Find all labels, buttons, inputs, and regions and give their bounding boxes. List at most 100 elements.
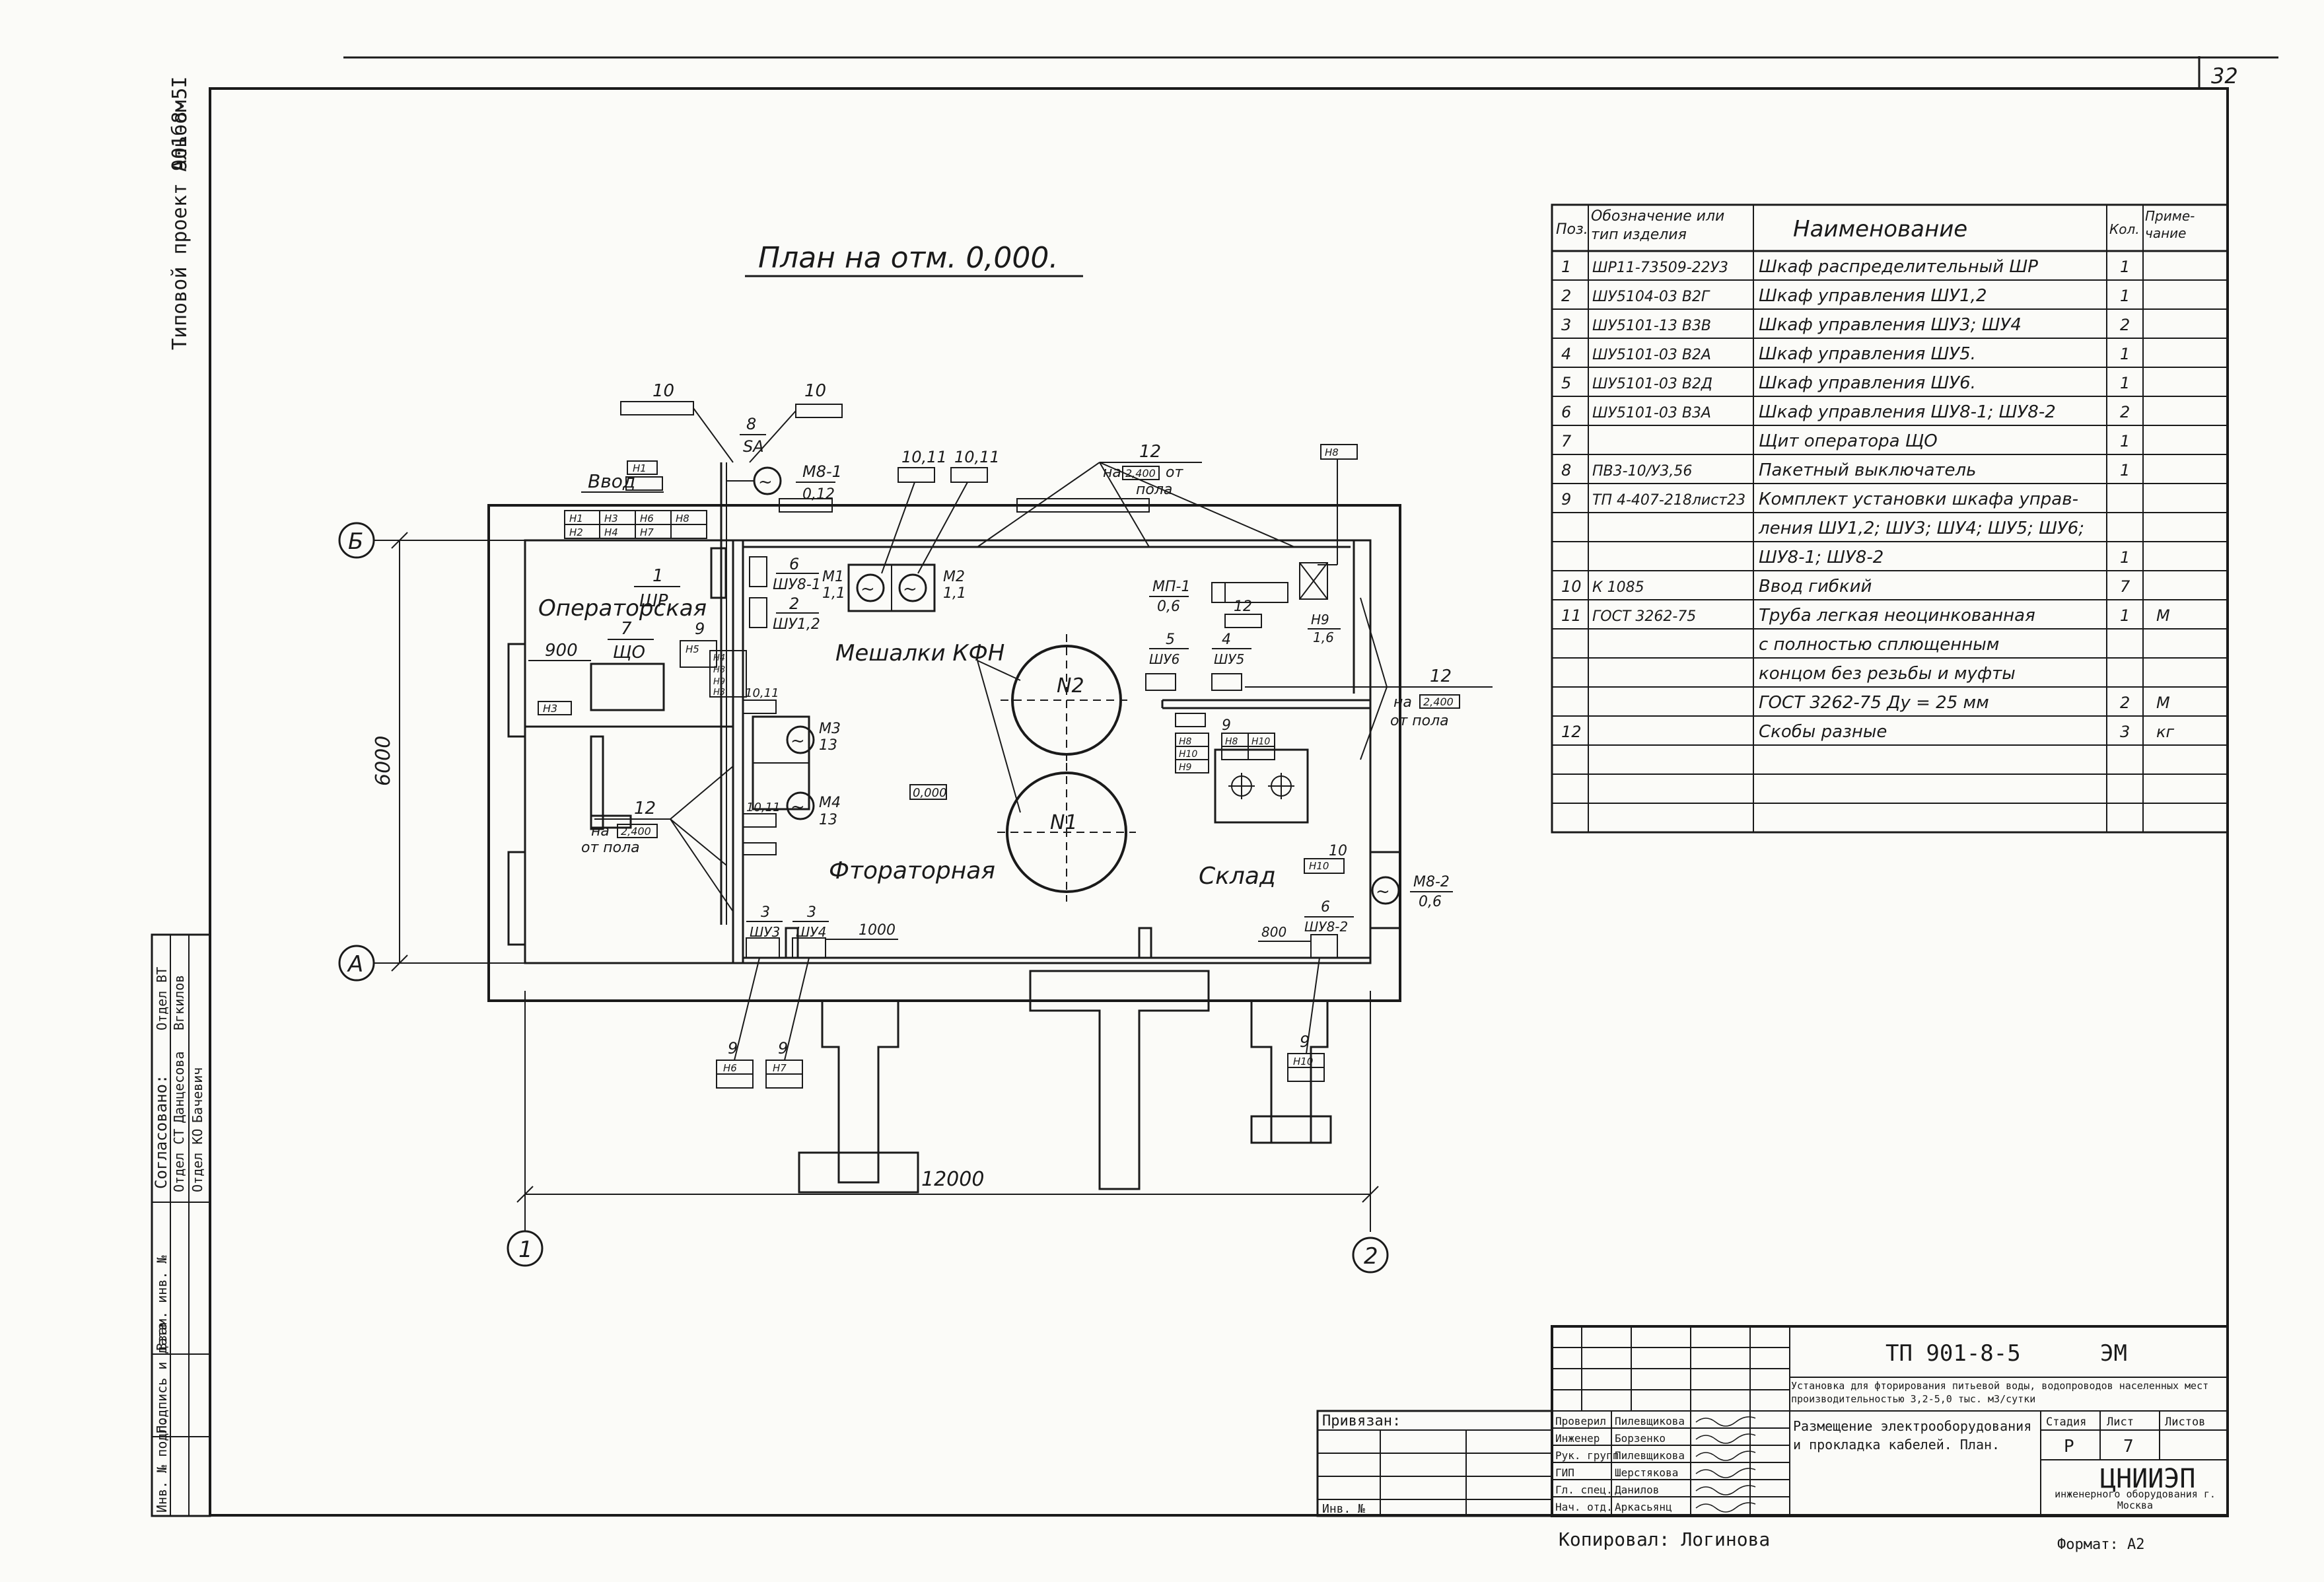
role-label: Проверил (1555, 1415, 1606, 1427)
plan-label: 6 (789, 555, 799, 573)
spec-name: концом без резьбы и муфты (1759, 664, 2016, 684)
svg-text:~: ~ (1376, 882, 1390, 902)
plan-label: 12 (634, 799, 656, 818)
plan-label: Н9 (713, 677, 725, 687)
plan-label: 0,6 (1419, 894, 1442, 910)
plan-label: МП-1 (1152, 579, 1190, 595)
role-label: Гл. спец. (1555, 1484, 1613, 1496)
plan-label: Н2 (569, 526, 583, 538)
plan-label: ШУ8-2 (1304, 919, 1348, 935)
svg-text:2,400: 2,400 (621, 825, 651, 838)
plan-label: Н8 (676, 513, 689, 524)
plan-label: Н5 (686, 643, 699, 655)
plan-label: Подпись и дата (154, 1322, 170, 1433)
spec-code: ШУ5101-13 В3В (1592, 318, 1711, 334)
plan-label: 6 (1321, 899, 1330, 916)
svg-text:на: на (1393, 694, 1412, 711)
spec-row: ления ШУ1,2; ШУ3; ШУ4; ШУ5; ШУ6; (1758, 519, 2084, 538)
plan-label: 10,11 (954, 448, 1000, 466)
plan-label: Н6 (723, 1062, 737, 1074)
spec-code: К 1085 (1592, 579, 1644, 596)
sheet-value: 7 (2123, 1437, 2134, 1456)
spec-pos: 3 (1561, 316, 1571, 334)
spec-qty: 2 (2120, 403, 2130, 421)
svg-text:~: ~ (791, 731, 805, 751)
drawing-mark: ЭМ (2100, 1340, 2127, 1367)
spec-name: Шкаф управления ШУ1,2 (1759, 286, 1987, 306)
format-label: Формат: А2 (2057, 1536, 2144, 1553)
spec-note: М (2156, 694, 2170, 712)
project-description: Установка для фторирования питьевой воды… (1791, 1380, 2209, 1405)
project-label: Типовой проект 901-8-5 (168, 88, 192, 350)
svg-text:от пола: от пола (1390, 713, 1449, 729)
axis-a: А (347, 951, 363, 978)
inv-label: Инв. № (1322, 1502, 1365, 1516)
plan-label: Н8 (1325, 447, 1339, 458)
album-label: Альбом I (168, 77, 192, 172)
spec-pos: 7 (1561, 432, 1572, 450)
plan-label: Н4 (713, 653, 725, 663)
spec-pos: 6 (1561, 403, 1571, 421)
plan-label: 8 (746, 415, 756, 433)
plan-label: 3 (807, 904, 816, 921)
sa-label: SA (743, 437, 764, 456)
role-name: Аркасьянц (1615, 1501, 1672, 1513)
plan-label: ШУ3 (750, 924, 780, 940)
spec-name: ШУ8-1; ШУ8-2 (1759, 548, 1884, 567)
spec-code: ШУ5104-03 В2Г (1592, 289, 1710, 305)
equipment-operator: 7 ЩО 900 1 ШР Н3 9 Н5 Н1 Н3 Н6 Н8 Н2 Н4 … (528, 381, 843, 925)
plan-label: 5 (1166, 631, 1175, 648)
building-walls (487, 498, 1401, 1194)
plan-label: 12 (1430, 666, 1452, 686)
spec-name: Труба легкая неоцинкованная (1759, 606, 2035, 626)
spec-name: Шкаф распределительный ШР (1759, 257, 2038, 277)
room-operator: Операторская (538, 595, 707, 622)
plan-label: Н1 (569, 513, 583, 524)
spec-code: ШУ5101-03 В3А (1592, 405, 1711, 421)
plan-label: Н4 (604, 526, 618, 538)
plan-label: 10,11 (745, 686, 779, 700)
role-name: Шерстякова (1615, 1466, 1678, 1479)
dim-800: 800 (1261, 924, 1286, 940)
svg-text:от: от (1166, 464, 1183, 481)
plan-label: 1,6 (1313, 629, 1334, 645)
role-name: Пилевщикова (1615, 1415, 1685, 1427)
dim-width: 12000 (921, 1168, 984, 1191)
plan-label: Данцесова (171, 1052, 187, 1123)
spec-pos: 9 (1561, 490, 1571, 509)
spec-code: ПВ3-10/У3,56 (1592, 463, 1692, 480)
spec-pos: 10 (1561, 577, 1582, 596)
plan-label: Н7 (773, 1062, 787, 1074)
drawing-code: ТП 901-8-5 (1885, 1340, 2021, 1367)
spec-qty: 1 (2120, 258, 2130, 276)
title-block: ТП 901-8-5 ЭМ Установка для фторирования… (1316, 1325, 2229, 1553)
equipment-right: 12 на 2,400 от пола МП-1 0,6 Н8 Н9 1,6 1… (743, 442, 1493, 1082)
spec-qty: 1 (2120, 287, 2130, 305)
spec-qty: 1 (2120, 374, 2130, 392)
spec-name: с полностью сплющенным (1759, 635, 1999, 655)
agreed-title: Согласовано: (152, 1075, 170, 1189)
tank-n1-label: N1 (1050, 811, 1078, 834)
spec-pos: 12 (1561, 723, 1582, 741)
plan-label: Н10 (1293, 1056, 1313, 1067)
svg-text:~: ~ (903, 579, 917, 599)
spec-name: Шкаф управления ШУ6. (1759, 373, 1976, 393)
plan-label: 10,11 (746, 801, 781, 814)
plan-label: Н3 (713, 688, 725, 698)
plan-label: Отдел ВТ (154, 967, 170, 1030)
plan-label: 12 (1139, 442, 1161, 462)
spec-name: Щит оператора ЩО (1759, 431, 1938, 451)
equipment-motors: ~ ~ М1 1,1 М2 1,1 10,11 10,11 ~ ~ М3 13 … (581, 448, 1000, 1089)
plan-label: 9 (1222, 717, 1231, 734)
spec-pos: 2 (1561, 287, 1571, 305)
plan-label: 13 (819, 737, 837, 754)
plan-label: М4 (819, 795, 841, 811)
plan-label: Н3 (543, 702, 557, 715)
plan-label: Н3 (604, 513, 618, 524)
